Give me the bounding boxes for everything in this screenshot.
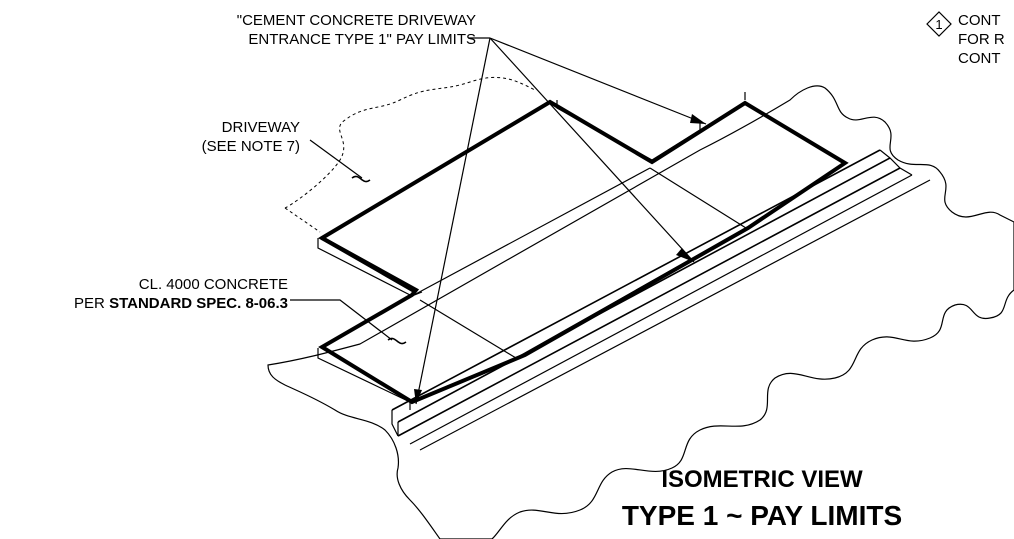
pay-limit-outline [317,99,849,405]
driveway-dashed-outline-lower [284,207,321,233]
curb-gutter [391,149,931,451]
leader-arrowheads [414,114,706,404]
concrete-label-line2: PER STANDARD SPEC. 8-06.3 [74,295,288,312]
pay-limits-label-line1: "CEMENT CONCRETE DRIVEWAY [237,12,476,29]
concrete-label-prefix: PER [74,295,109,312]
note-text-line1: CONT [958,12,1001,29]
leader-lines [290,37,707,405]
note-text-line3: CONT [958,50,1001,67]
break-symbol-driveway [351,175,371,183]
ground-surface [267,85,1014,539]
note-diamond-icon [926,11,952,37]
standard-spec-reference: STANDARD SPEC. 8-06.3 [109,295,288,312]
main-title: TYPE 1 ~ PAY LIMITS [622,500,902,531]
note-marker: 1 [926,11,952,37]
note-text-line2: FOR R [958,31,1005,48]
driveway-dashed-outline [284,76,536,209]
driveway-label-line2: (SEE NOTE 7) [202,138,300,155]
driveway-label-line1: DRIVEWAY [222,119,300,136]
concrete-label-line1: CL. 4000 CONCRETE [139,276,288,293]
note-number: 1 [935,17,942,32]
view-title: ISOMETRIC VIEW [661,466,863,493]
pay-limits-label-line2: ENTRANCE TYPE 1" PAY LIMITS [248,31,476,48]
